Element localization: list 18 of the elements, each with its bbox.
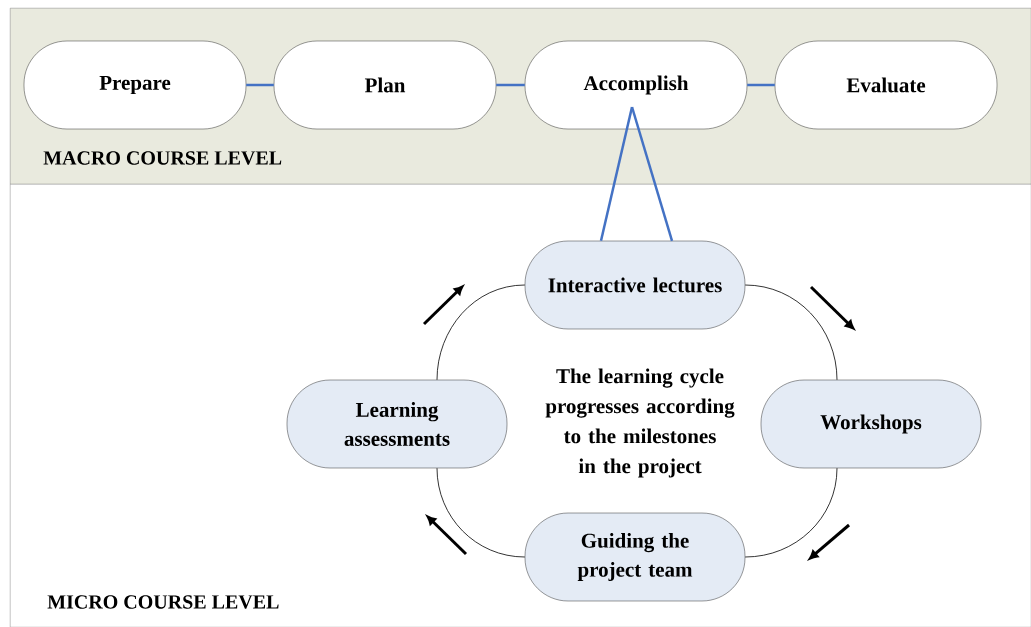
rounded-box: Prepare — [23, 40, 247, 130]
connector-line — [246, 83, 274, 87]
connector-line — [630, 106, 674, 242]
cycle-arc — [436, 284, 526, 381]
connector-line — [496, 83, 525, 87]
center-text: The learning cycle progresses according to the milestones in the project — [545, 368, 735, 478]
cycle-arc — [436, 467, 526, 558]
rounded-box: Interactive lectures — [524, 240, 746, 330]
connector-line — [599, 106, 634, 242]
rounded-box: Learning assessments — [286, 379, 508, 469]
rounded-box: Plan — [273, 40, 497, 130]
rounded-box: Evaluate — [774, 40, 998, 130]
connector-line — [747, 83, 775, 87]
cycle-arc — [744, 467, 838, 558]
rounded-box: Guiding the project team — [524, 512, 746, 602]
rounded-box: Accomplish — [524, 40, 748, 130]
cycle-arc — [744, 284, 838, 381]
rounded-box: Workshops — [760, 379, 982, 469]
